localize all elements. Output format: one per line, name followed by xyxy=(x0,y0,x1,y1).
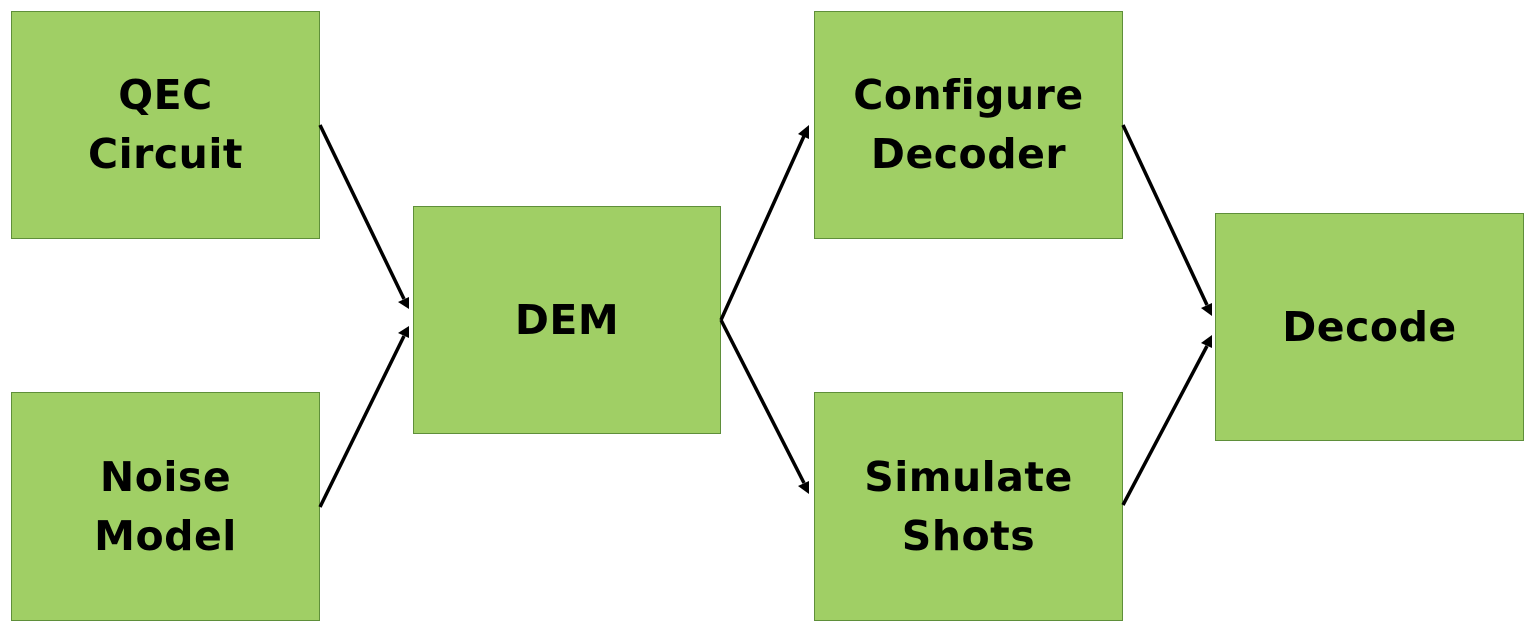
dem-node: DEM xyxy=(413,206,721,434)
arrow-configure-to-decode-shaft xyxy=(1121,124,1209,306)
arrow-qec-to-dem xyxy=(318,124,409,309)
arrow-noise-to-dem-head xyxy=(398,326,409,338)
arrow-dem-to-simulate-shaft xyxy=(719,319,806,484)
simulate-shots-label-line-2: Shots xyxy=(901,511,1036,560)
arrow-configure-to-decode-head xyxy=(1201,303,1212,316)
qec-circuit-node: QEC Circuit xyxy=(11,11,320,239)
dem-label: DEM xyxy=(514,295,620,344)
arrow-dem-to-simulate xyxy=(719,319,809,494)
noise-model-node: Noise Model xyxy=(11,392,320,621)
simulate-shots-node: Simulate Shots xyxy=(814,392,1123,621)
arrow-configure-to-decode xyxy=(1121,124,1212,316)
arrow-dem-to-configure-head xyxy=(798,125,809,139)
simulate-shots-label-line-1: Simulate xyxy=(864,452,1073,501)
arrow-qec-to-dem-shaft xyxy=(318,124,406,300)
arrow-noise-to-dem-shaft xyxy=(318,335,406,508)
arrow-simulate-to-decode-head xyxy=(1201,335,1212,348)
configure-decoder-node: Configure Decoder xyxy=(814,11,1123,239)
arrow-dem-to-configure xyxy=(719,125,809,321)
qec-circuit-label-line-2: Circuit xyxy=(87,130,243,178)
decode-label: Decode xyxy=(1282,302,1457,351)
configure-decoder-label-line-1: Configure xyxy=(853,71,1084,119)
noise-model-label-line-1: Noise xyxy=(99,452,232,501)
arrow-simulate-to-decode-shaft xyxy=(1121,345,1209,506)
arrow-qec-to-dem-head xyxy=(398,297,409,309)
arrow-dem-to-configure-shaft xyxy=(719,135,806,321)
arrow-dem-to-simulate-head xyxy=(798,481,809,494)
decode-node: Decode xyxy=(1215,213,1524,441)
arrow-simulate-to-decode xyxy=(1121,335,1212,506)
arrow-noise-to-dem xyxy=(318,326,409,508)
qec-circuit-label-line-1: QEC xyxy=(118,71,213,119)
noise-model-label-line-2: Model xyxy=(94,511,237,560)
configure-decoder-label-line-2: Decoder xyxy=(870,130,1067,178)
